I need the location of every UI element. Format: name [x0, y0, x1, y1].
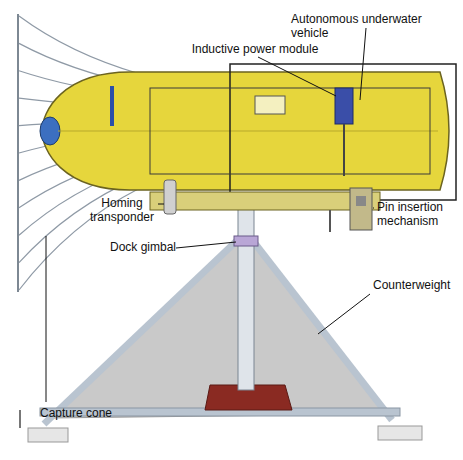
dock-mast — [238, 198, 254, 390]
level-bolt — [19, 410, 21, 428]
foot — [378, 426, 422, 440]
dock-bracket — [150, 192, 380, 210]
part-label: Autonomous underwater vehicle — [291, 12, 459, 40]
leader-line — [46, 236, 47, 402]
leader-lines — [46, 28, 374, 402]
part-label: Inductive power module — [180, 42, 330, 56]
dock-gimbal — [234, 236, 258, 246]
part-label: Pin insertion mechanism — [377, 200, 459, 228]
dock-tube — [230, 64, 456, 200]
leader-line — [318, 294, 370, 334]
leader-line — [360, 28, 366, 100]
hatch — [255, 96, 285, 114]
part-label: Capture cone — [40, 406, 130, 420]
foot — [28, 428, 68, 442]
leader-line — [373, 208, 374, 209]
dock-frame — [150, 88, 430, 174]
pin-actuator — [356, 196, 366, 206]
leader-line — [176, 242, 236, 248]
part-label: Counterweight — [373, 278, 459, 292]
hull-seam — [58, 131, 438, 132]
leader-line — [158, 204, 164, 205]
module-rod — [343, 124, 345, 176]
inductive-power-module — [335, 88, 353, 124]
auv-hull — [42, 72, 449, 190]
nose-cap — [40, 117, 60, 145]
homing-transponder — [164, 180, 176, 214]
part-label: Homing transponder — [86, 196, 158, 224]
leader-line — [258, 57, 336, 96]
part-label: Dock gimbal — [104, 240, 176, 254]
pin-insertion-mechanism — [350, 188, 372, 230]
bracket-strut — [329, 210, 331, 232]
cone-rim — [17, 14, 19, 292]
cone-rib — [19, 16, 140, 74]
antenna — [110, 86, 114, 126]
